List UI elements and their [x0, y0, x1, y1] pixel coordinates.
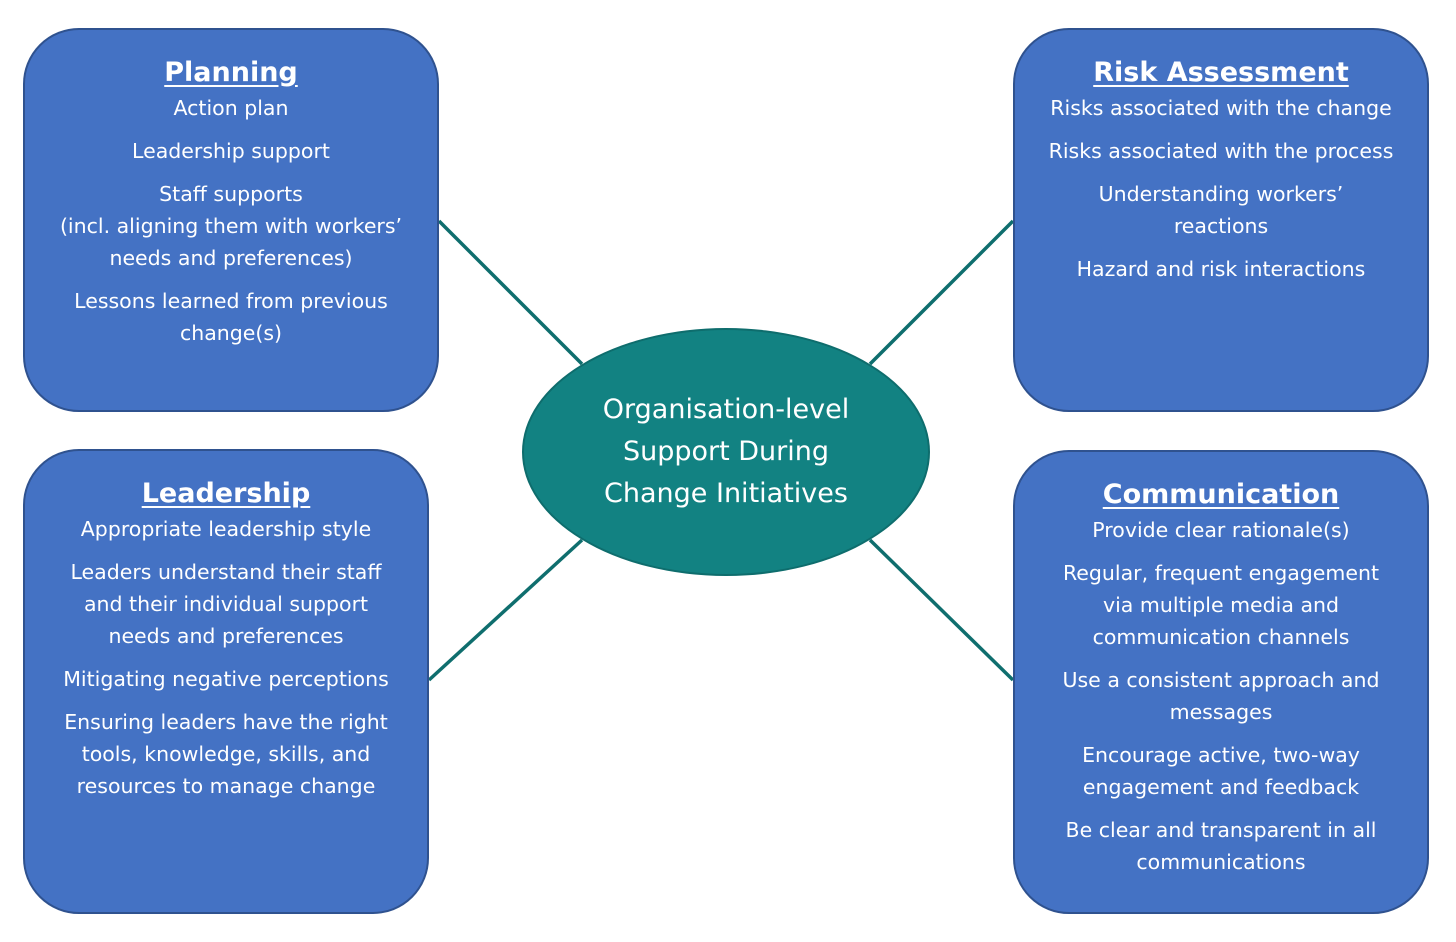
- communication-item: Be clear and transparent in all communic…: [1065, 818, 1377, 874]
- planning-item: Action plan: [173, 96, 289, 120]
- connector-planning: [437, 219, 584, 366]
- leadership-item: Appropriate leadership style: [80, 517, 372, 541]
- communication-item: Provide clear rationale(s): [1092, 518, 1350, 542]
- risk-assessment-item: Understanding workers’ reactions: [1098, 182, 1344, 238]
- risk-assessment-box: Risk Assessment Risks associated with th…: [1013, 28, 1429, 412]
- planning-item: Staff supports (incl. aligning them with…: [59, 182, 403, 270]
- planning-item: Lessons learned from previous change(s): [74, 289, 388, 345]
- connector-risk: [868, 219, 1015, 366]
- leadership-box: Leadership Appropriate leadership style …: [23, 449, 429, 914]
- leadership-item: Leaders understand their staff and their…: [70, 560, 382, 648]
- leadership-title: Leadership: [141, 478, 311, 509]
- planning-title: Planning: [164, 57, 298, 88]
- connector-leadership: [427, 538, 584, 682]
- planning-item: Leadership support: [132, 139, 330, 163]
- communication-box: Communication Provide clear rationale(s)…: [1013, 450, 1429, 914]
- communication-item: Use a consistent approach and messages: [1062, 668, 1380, 724]
- risk-assessment-list: Risks associated with the change Risks a…: [1029, 92, 1413, 285]
- leadership-item: Mitigating negative perceptions: [63, 667, 389, 691]
- communication-title: Communication: [1102, 479, 1340, 510]
- communication-item: Regular, frequent engagement via multipl…: [1062, 561, 1380, 649]
- planning-box: Planning Action plan Leadership support …: [23, 28, 439, 412]
- communication-list: Provide clear rationale(s) Regular, freq…: [1029, 514, 1413, 878]
- risk-assessment-item: Risks associated with the process: [1048, 139, 1394, 163]
- risk-assessment-title: Risk Assessment: [1093, 57, 1349, 88]
- communication-item: Encourage active, two-way engagement and…: [1082, 743, 1360, 799]
- central-topic-ellipse: Organisation-level Support During Change…: [522, 328, 930, 576]
- central-topic-label: Organisation-level Support During Change…: [602, 394, 850, 509]
- risk-assessment-item: Hazard and risk interactions: [1076, 257, 1366, 281]
- leadership-list: Appropriate leadership style Leaders und…: [39, 513, 413, 802]
- planning-list: Action plan Leadership support Staff sup…: [39, 92, 423, 349]
- risk-assessment-item: Risks associated with the change: [1050, 96, 1392, 120]
- connector-communication: [868, 538, 1015, 682]
- leadership-item: Ensuring leaders have the right tools, k…: [64, 710, 388, 798]
